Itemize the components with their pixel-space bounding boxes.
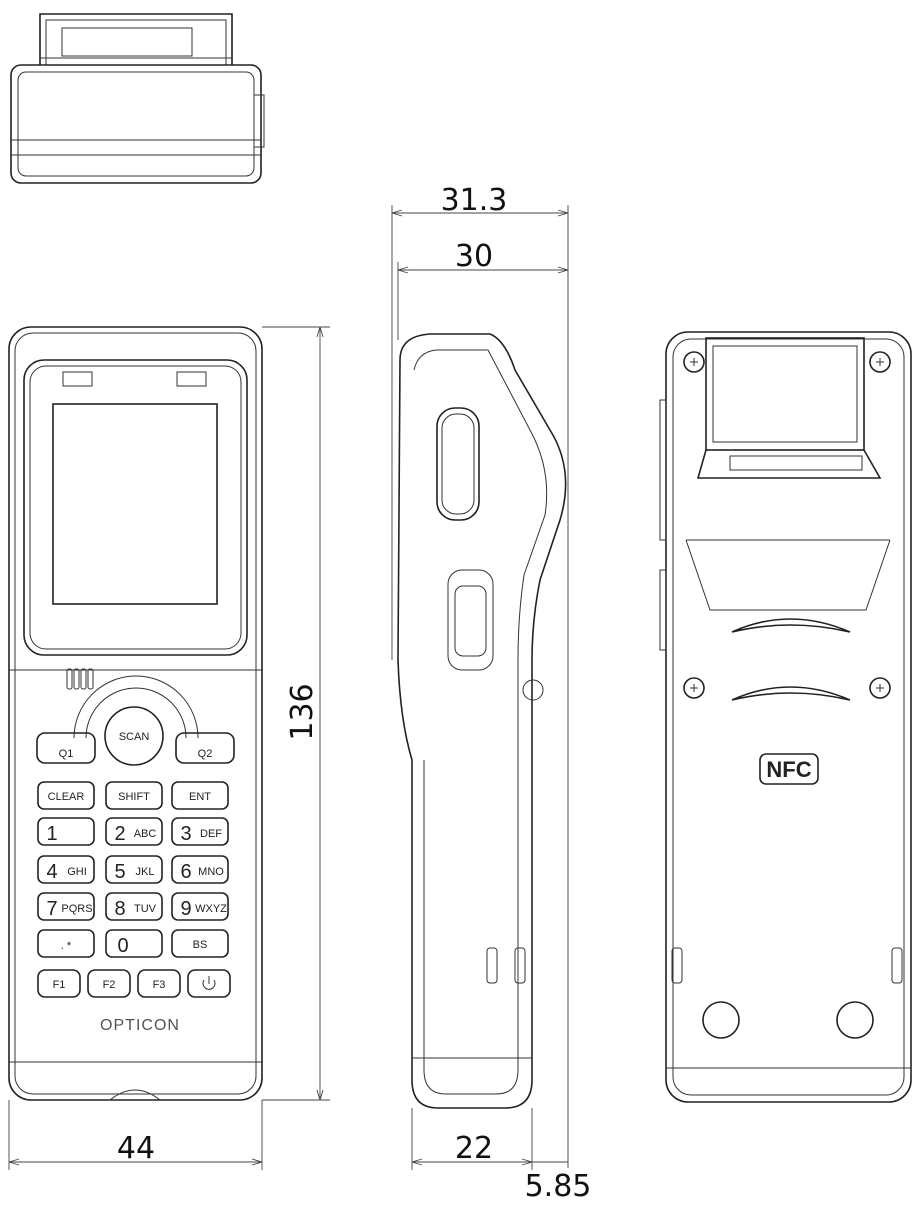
dim-side-base: 22 bbox=[455, 1131, 493, 1166]
back-view: NFC bbox=[659, 331, 912, 1103]
brand-label: OPTICON bbox=[100, 1017, 180, 1034]
dim-side-overall: 31.3 bbox=[441, 183, 508, 218]
key-7-digit: 7 bbox=[46, 898, 57, 920]
f1-key-label: F1 bbox=[53, 979, 66, 991]
key-1-digit: 1 bbox=[46, 823, 57, 845]
front-view: SCAN Q1 Q2 CLEAR SHIFT ENT 1 2 ABC 3 DEF… bbox=[8, 326, 263, 1101]
key-3-letters: DEF bbox=[200, 828, 222, 840]
key-5-digit: 5 bbox=[114, 861, 125, 883]
key-5-letters: JKL bbox=[136, 866, 155, 878]
key-3-digit: 3 bbox=[180, 823, 191, 845]
key-8-digit: 8 bbox=[114, 898, 125, 920]
dim-height: 136 bbox=[285, 683, 320, 740]
key-2-digit: 2 bbox=[114, 823, 125, 845]
key-4-digit: 4 bbox=[46, 861, 57, 883]
key-6-letters: MNO bbox=[198, 866, 224, 878]
dimension-lines bbox=[8, 205, 569, 1170]
side-view bbox=[397, 333, 567, 1109]
f3-key-label: F3 bbox=[153, 979, 166, 991]
dim-side-offset: 5.85 bbox=[525, 1169, 592, 1204]
key-4-letters: GHI bbox=[67, 866, 87, 878]
key-7-letters: PQRS bbox=[61, 903, 92, 915]
dim-front-width: 44 bbox=[117, 1131, 155, 1166]
scan-key-label: SCAN bbox=[119, 731, 150, 743]
q1-key-label: Q1 bbox=[59, 748, 74, 760]
q2-key-label: Q2 bbox=[198, 748, 213, 760]
key-0-digit: 0 bbox=[117, 935, 128, 957]
dim-side-body: 30 bbox=[455, 239, 493, 274]
key-9-digit: 9 bbox=[180, 898, 191, 920]
shift-key-label: SHIFT bbox=[118, 791, 150, 803]
key-2-letters: ABC bbox=[134, 828, 157, 840]
f2-key-label: F2 bbox=[103, 979, 116, 991]
key-9-letters: WXYZ bbox=[195, 903, 227, 915]
power-icon bbox=[202, 976, 216, 990]
clear-key-label: CLEAR bbox=[48, 791, 85, 803]
dot-star-key-label: . * bbox=[61, 940, 72, 952]
ent-key-label: ENT bbox=[189, 791, 211, 803]
nfc-label: NFC bbox=[766, 757, 811, 782]
key-8-letters: TUV bbox=[134, 903, 157, 915]
bs-key-label: BS bbox=[193, 939, 208, 951]
key-6-digit: 6 bbox=[180, 861, 191, 883]
top-view bbox=[10, 13, 265, 184]
